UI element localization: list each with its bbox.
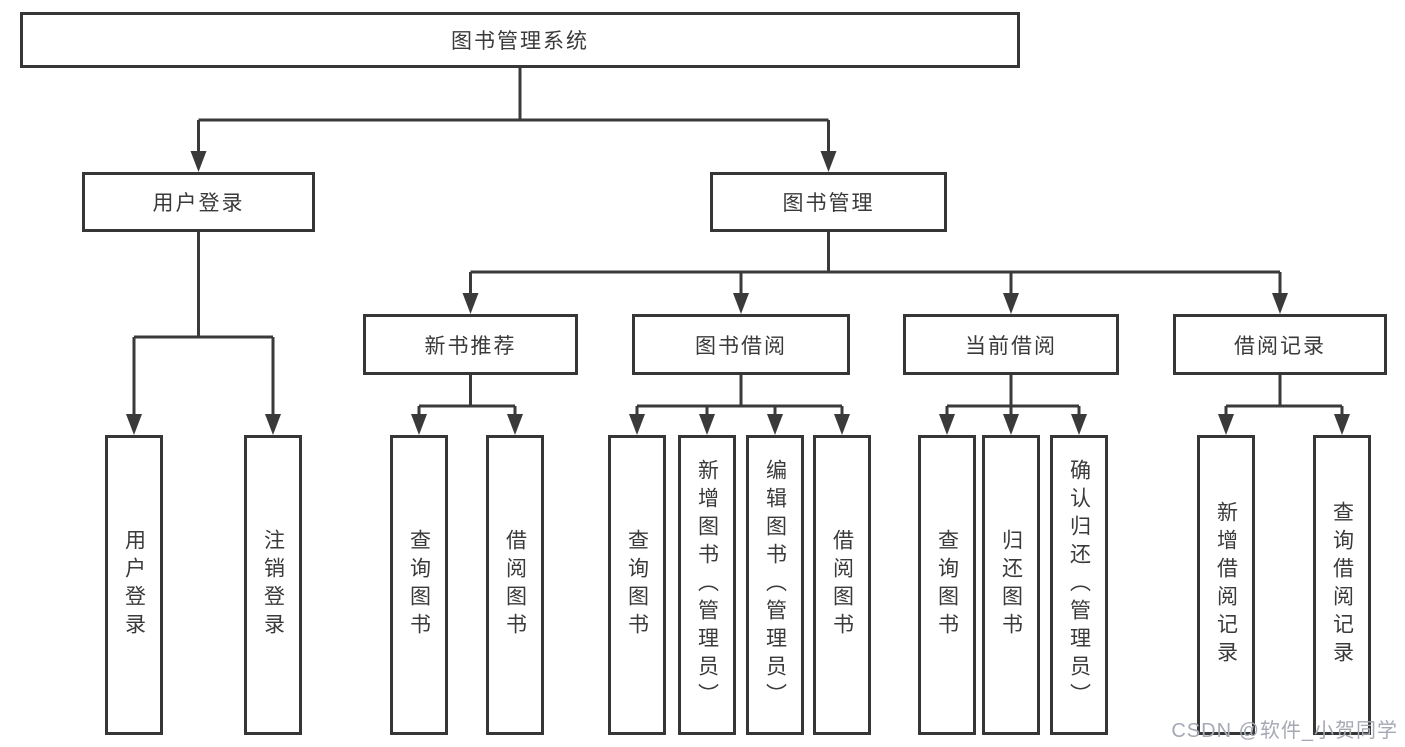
node-leaf-query-book-3: 查询图书 [918,435,976,735]
arrowhead-down-icon [1218,414,1234,435]
node-book-borrow: 图书借阅 [632,314,850,375]
node-leaf-borrow-book-1: 借阅图书 [486,435,544,735]
arrowhead-down-icon [462,293,479,314]
arrowhead-down-icon [733,293,749,314]
arrowhead-down-icon [767,414,783,435]
arrowhead-down-icon [629,414,645,435]
arrowhead-down-icon [820,151,837,172]
arrowhead-down-icon [411,414,427,435]
watermark: CSDN @软件_小贺同学 [1171,720,1398,742]
node-leaf-query-book-2: 查询图书 [608,435,666,735]
arrowhead-down-icon [1334,414,1350,435]
node-user-login: 用户登录 [82,172,315,232]
node-leaf-query-book-1: 查询图书 [390,435,448,735]
node-current-borrow: 当前借阅 [903,314,1119,375]
node-leaf-add-borrow-record: 新增借阅记录 [1197,435,1255,735]
arrowhead-down-icon [126,414,142,435]
node-leaf-borrow-book-2: 借阅图书 [813,435,871,735]
node-leaf-return-book: 归还图书 [982,435,1040,735]
arrowhead-down-icon [1003,293,1019,314]
arrowhead-down-icon [699,414,715,435]
node-leaf-query-borrow-record: 查询借阅记录 [1313,435,1371,735]
node-new-book-rec: 新书推荐 [363,314,578,375]
node-root: 图书管理系统 [20,12,1020,68]
node-borrow-record: 借阅记录 [1173,314,1387,375]
node-leaf-edit-book: 编辑图书（管理员） [746,435,804,735]
node-leaf-add-book: 新增图书（管理员） [678,435,736,735]
arrowhead-down-icon [834,414,850,435]
arrowhead-down-icon [1272,293,1288,314]
node-leaf-logout: 注销登录 [244,435,302,735]
arrowhead-down-icon [1003,414,1019,435]
arrowhead-down-icon [507,414,523,435]
node-leaf-confirm-return: 确认归还（管理员） [1050,435,1108,735]
arrowhead-down-icon [939,414,955,435]
node-leaf-user-login: 用户登录 [105,435,163,735]
arrowhead-down-icon [1071,414,1087,435]
arrowhead-down-icon [265,414,281,435]
node-book-mgmt: 图书管理 [710,172,947,232]
arrowhead-down-icon [190,151,207,172]
